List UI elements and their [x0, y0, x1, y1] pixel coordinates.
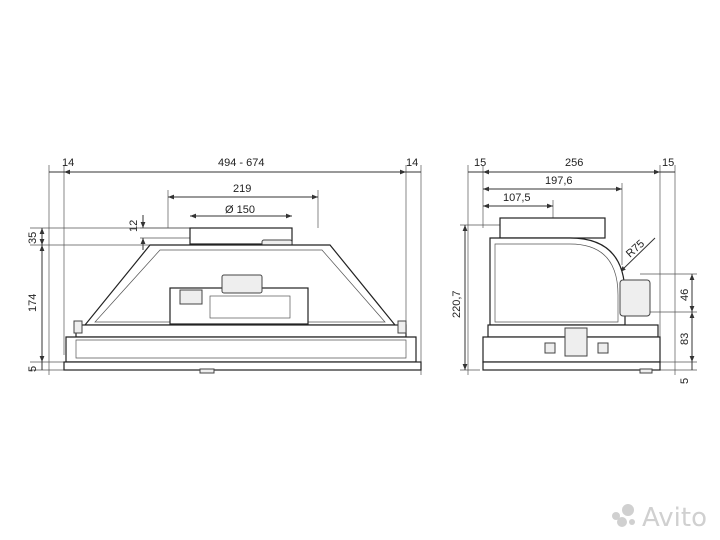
dim-spacing: 219: [233, 183, 251, 195]
dim-depth-2: 197,6: [545, 175, 573, 187]
connector: [179, 289, 203, 305]
motor-top: [221, 274, 263, 294]
dim-width: 494 - 674: [218, 157, 264, 169]
watermark-dot-icon: [612, 512, 620, 520]
clip-right: [397, 320, 407, 334]
side-motor-housing: [489, 237, 626, 326]
dim-h83: 83: [679, 333, 691, 345]
hood-inner: [94, 249, 386, 323]
side-light: [639, 368, 653, 374]
bottom-trim: [63, 361, 422, 371]
clip-left: [73, 320, 83, 334]
side-knob: [544, 342, 556, 354]
dim-top: 35: [27, 232, 39, 244]
dim-depth: 256: [565, 157, 583, 169]
side-view: 15 256 15 197,6 107,5 R75 220,7 46 83 5: [451, 157, 697, 384]
watermark-dot-icon: [617, 517, 627, 527]
side-motor-inner: [494, 243, 619, 323]
dim-body-height: 174: [27, 294, 39, 312]
side-connector: [619, 279, 651, 317]
dim-h5: 5: [679, 378, 691, 384]
side-outlet-collar: [499, 217, 606, 239]
dim-left-margin: 14: [62, 157, 74, 169]
bottom-panel-inner: [75, 339, 407, 359]
side-knob: [597, 342, 609, 354]
light: [199, 368, 215, 374]
filter-frame: [75, 324, 407, 338]
dim-arrow-radius: [619, 237, 656, 273]
watermark-dot-icon: [622, 504, 634, 516]
dim-right-margin: 14: [406, 157, 418, 169]
watermark-dot-icon: [629, 519, 635, 525]
watermark: Avito: [612, 503, 707, 533]
dim-side-right-margin: 15: [662, 157, 674, 169]
dim-height: 220,7: [451, 290, 463, 318]
dim-offset: 107,5: [503, 192, 531, 204]
front-view: 14 494 - 674 14 219 Ø 150 12 35 174 5: [27, 157, 422, 375]
side-switch: [564, 327, 588, 357]
dim-collar: 12: [128, 220, 140, 232]
watermark-text: Avito: [642, 503, 707, 533]
dim-radius: R75: [624, 238, 647, 260]
motor-housing: [209, 295, 291, 319]
side-bottom-trim: [482, 361, 661, 371]
dim-side-left-margin: 15: [474, 157, 486, 169]
dim-diameter: Ø 150: [225, 204, 255, 216]
dim-h46: 46: [679, 289, 691, 301]
dim-bottom: 5: [27, 366, 39, 372]
